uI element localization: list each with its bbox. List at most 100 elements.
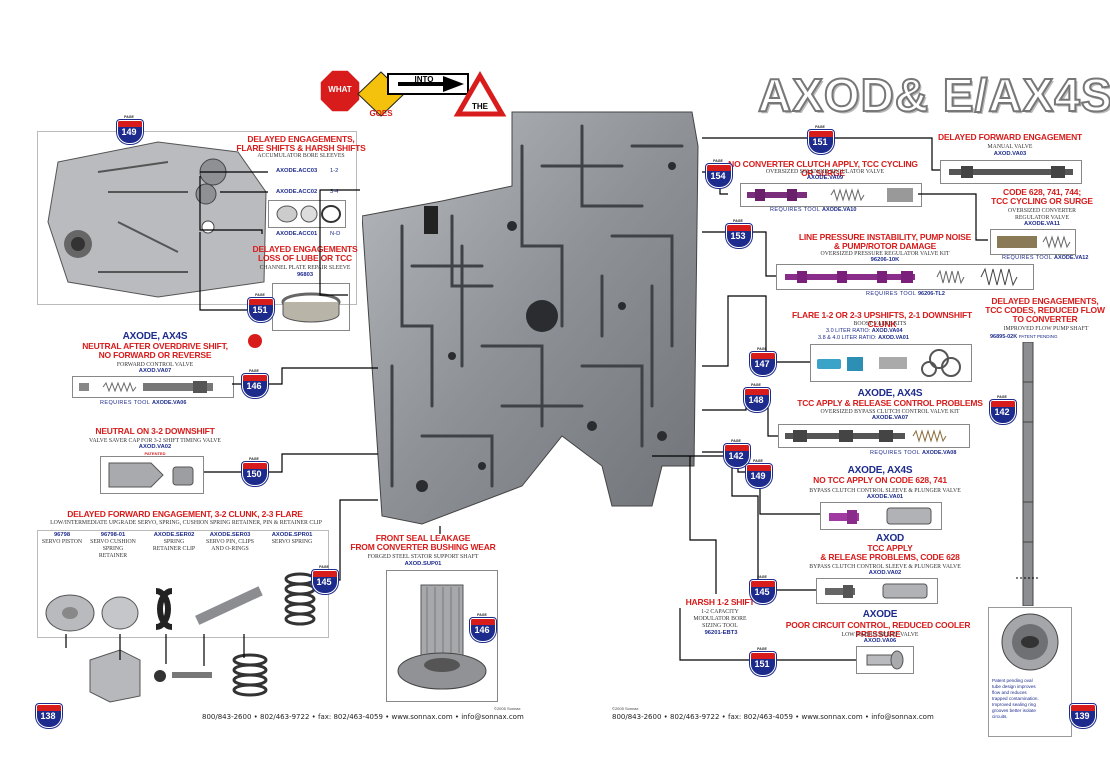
connector-acc01 bbox=[199, 176, 263, 234]
badge-label: PAGE bbox=[249, 369, 259, 373]
axod-part: AXOD.VA02 bbox=[868, 570, 902, 576]
connector-manual bbox=[819, 137, 940, 171]
notcc-part: AXODE.VA01 bbox=[866, 494, 904, 500]
badge-number: 146 bbox=[474, 625, 490, 635]
badge-label: PAGE bbox=[997, 395, 1007, 399]
badge-label: PAGE bbox=[757, 647, 767, 651]
lube-sub: CHANNEL PLATE REPAIR SLEEVE bbox=[259, 265, 351, 271]
acc-sub: ACCUMULATOR BORE SLEEVES bbox=[257, 153, 345, 159]
connector-sleeve bbox=[199, 232, 262, 311]
axod-heading: TCC APPLY & RELEASE PROBLEMS, CODE 628 bbox=[820, 543, 960, 562]
pump-note: Patent pending oval tube design improves… bbox=[992, 678, 1039, 719]
acc02-ratio: 3-4 bbox=[330, 189, 339, 195]
badge-number: 142 bbox=[728, 451, 744, 461]
pump-patent: PATENT PENDING bbox=[1018, 334, 1058, 339]
line-sub: OVERSIZED PRESSURE REGULATOR VALVE KIT bbox=[820, 251, 950, 257]
badge-number: 153 bbox=[730, 231, 746, 241]
solenoid-tool-prefix: REQUIRES TOOL bbox=[770, 207, 821, 213]
page-badge-138: 138 bbox=[36, 700, 62, 728]
forward-part: AXOD.VA07 bbox=[138, 368, 172, 374]
bypass-part: AXODE.VA07 bbox=[871, 415, 909, 421]
page-badge-151-bottom: PAGE 151 bbox=[750, 647, 776, 676]
cooler-heading: POOR CIRCUIT CONTROL, REDUCED COOLER PRE… bbox=[785, 620, 971, 639]
badge-number: 151 bbox=[754, 659, 770, 669]
line-tool-part: 96206-TL2 bbox=[917, 291, 945, 297]
flare-l1-part: AXOD.VA04 bbox=[871, 328, 903, 334]
converter-valve-graphic bbox=[997, 235, 1071, 249]
line-heading: LINE PRESSURE INSTABILITY, PUMP NOISE & … bbox=[798, 232, 972, 251]
cooler-sub: LOW RADIUS RELIEF VALVE bbox=[841, 632, 919, 638]
servo-col2-desc: SERVO CUSHION SPRING RETAINER bbox=[90, 539, 136, 559]
copyright-right: ©2005 Sonnax bbox=[612, 706, 639, 711]
flare-l2-part: AXOD.VA01 bbox=[878, 335, 909, 341]
servo-col5-desc: SERVO SPRING bbox=[271, 539, 313, 545]
servo-assembly-graphic bbox=[89, 649, 268, 703]
badge-number: 145 bbox=[316, 577, 332, 587]
code-sub: OVERSIZED CONVERTER REGULATOR VALVE bbox=[1007, 208, 1077, 221]
neutral-heading: NEUTRAL ON 3-2 DOWNSHIFT bbox=[95, 426, 215, 436]
relief-valve-graphic bbox=[866, 650, 904, 670]
page-badge-146-seal: PAGE 146 bbox=[470, 613, 496, 642]
bypass-heading-blue: AXODE, AX4S bbox=[857, 388, 923, 399]
badge-label: PAGE bbox=[733, 219, 743, 223]
repair-sleeve-image bbox=[272, 283, 350, 331]
servo-kit-graphic bbox=[45, 572, 316, 632]
solenoid-tool-part: AXODE.VA10 bbox=[821, 207, 857, 213]
badge-number: 147 bbox=[754, 359, 770, 369]
what-goes-into-the-signs: WHAT GOES INTO THE bbox=[318, 62, 508, 124]
page-badge-146: PAGE 146 bbox=[242, 369, 268, 398]
neutral-sub: VALVE SAVER CAP FOR 3-2 SHIFT TIMING VAL… bbox=[89, 438, 221, 444]
acc01-part: AXODE.ACC01 bbox=[276, 231, 318, 237]
page-badge-139: 139 bbox=[1070, 700, 1096, 728]
converter-valve-image bbox=[990, 229, 1076, 255]
servo-col1-desc: SERVO PISTON bbox=[41, 539, 83, 545]
flare-l1-label: 3.0 LITER RATIO: bbox=[826, 328, 871, 334]
badge-label: PAGE bbox=[124, 115, 134, 119]
page-badge-153: PAGE 153 bbox=[726, 219, 752, 248]
notcc-heading: NO TCC APPLY ON CODE 628, 741 bbox=[813, 475, 947, 485]
badge-label: PAGE bbox=[751, 383, 761, 387]
acc-sleeves-image bbox=[268, 200, 346, 228]
cooler-part: AXOD.VA06 bbox=[863, 638, 897, 644]
flare-sub: BOOST VALVE KITS bbox=[853, 321, 907, 327]
badge-label: PAGE bbox=[319, 565, 329, 569]
solenoid-tool: REQUIRES TOOL AXODE.VA10 bbox=[770, 207, 856, 213]
axod-heading-blue: AXOD bbox=[875, 533, 905, 544]
servo-sub: LOW/INTERMEDIATE UPGRADE SERVO, SPRING, … bbox=[50, 520, 322, 526]
valve-saver-image bbox=[100, 456, 204, 494]
connector-cooler bbox=[679, 608, 856, 661]
badge-label: PAGE bbox=[477, 613, 487, 617]
notcc-sub: BYPASS CLUTCH CONTROL SLEEVE & PLUNGER V… bbox=[809, 488, 961, 494]
manual-valve-image bbox=[940, 160, 1082, 184]
badge-label: PAGE bbox=[731, 439, 741, 443]
bypass-heading: TCC APPLY & RELEASE CONTROL PROBLEMS bbox=[797, 398, 983, 408]
axod-sub: BYPASS CLUTCH CONTROL SLEEVE & PLUNGER V… bbox=[809, 564, 961, 570]
acc03-part: AXODE.ACC03 bbox=[276, 168, 318, 174]
acc03-ratio: 1-2 bbox=[330, 168, 339, 174]
badge-number: 146 bbox=[246, 381, 262, 391]
transaxle-case-graphic bbox=[47, 141, 267, 298]
solenoid-valve-graphic bbox=[747, 188, 913, 202]
servo-col3-desc: SPRING RETAINER CLIP bbox=[152, 539, 196, 552]
pressure-regulator-graphic bbox=[785, 267, 1018, 287]
flare-line1: 3.0 LITER RATIO: AXOD.VA04 bbox=[826, 328, 903, 334]
pump-heading: DELAYED ENGAGEMENTS, TCC CODES, REDUCED … bbox=[985, 296, 1105, 324]
lube-heading: DELAYED ENGAGEMENTS LOSS OF LUBE OR TCC bbox=[252, 244, 358, 263]
copyright-left: ©2005 Sonnax bbox=[494, 706, 521, 711]
servo-kit-panel bbox=[37, 530, 329, 638]
cooler-heading-blue: AXODE bbox=[862, 609, 898, 620]
line-tool: REQUIRES TOOL 96206-TL2 bbox=[866, 291, 945, 297]
seal-heading: FRONT SEAL LEAKAGE FROM CONVERTER BUSHIN… bbox=[350, 533, 496, 552]
harsh-heading: HARSH 1-2 SHIFT bbox=[685, 597, 755, 607]
badge-number: 149 bbox=[121, 127, 137, 137]
forward-valve-image bbox=[72, 376, 234, 398]
code-heading: CODE 628, 741, 744; TCC CYCLING OR SURGE bbox=[991, 187, 1093, 206]
connector-code bbox=[918, 193, 988, 241]
manual-sub: MANUAL VALVE bbox=[987, 144, 1033, 150]
